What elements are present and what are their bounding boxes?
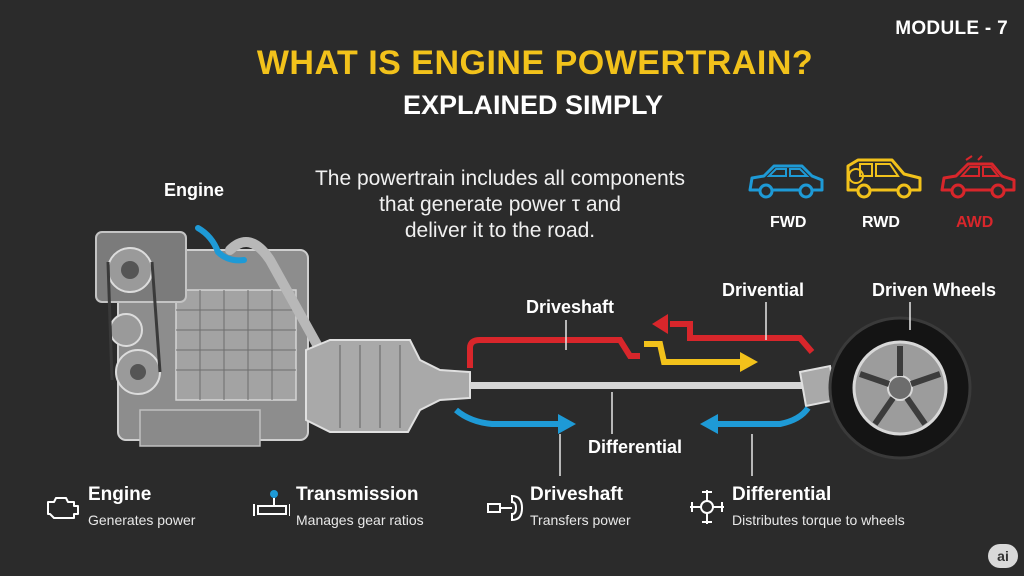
- legend-transmission-title: Transmission: [296, 484, 419, 505]
- blue-arrowhead-right: [700, 414, 718, 434]
- ai-badge: ai: [988, 544, 1018, 568]
- label-drivential: Drivential: [722, 280, 805, 300]
- legend-engine-title: Engine: [88, 484, 152, 505]
- red-flow-right: [670, 321, 815, 354]
- page-subtitle: EXPLAINED SIMPLY: [402, 90, 664, 120]
- red-arrowhead: [652, 314, 668, 334]
- engine-illustration: [95, 231, 325, 447]
- transmission-icon: [253, 490, 290, 516]
- description-line-2: that generate power τ and: [379, 193, 621, 216]
- differential-icon: [690, 490, 724, 524]
- blue-flow-left: [454, 407, 560, 427]
- legend-differential-desc: Distributes torque to wheels: [732, 512, 905, 528]
- drive-type-awd: AWD: [956, 214, 994, 231]
- engine-icon: [47, 497, 79, 519]
- car-yellow-icon: [846, 158, 922, 199]
- label-driven-wheels: Driven Wheels: [872, 280, 997, 300]
- engine-flow-arrow: [195, 225, 247, 264]
- label-engine: Engine: [164, 180, 225, 200]
- drive-type-rwd: RWD: [862, 214, 900, 231]
- module-label: MODULE - 7: [895, 18, 1008, 39]
- blue-arrowhead-left: [558, 414, 576, 434]
- car-blue-icon: [748, 164, 824, 199]
- legend-transmission-desc: Manages gear ratios: [296, 512, 424, 528]
- driveshaft-bar: [470, 382, 808, 389]
- red-flow-left: [467, 337, 640, 368]
- yellow-arrowhead: [740, 352, 758, 372]
- driveshaft-icon: [487, 494, 524, 522]
- car-red-icon: [940, 155, 1016, 199]
- description: The powertrain includes all components t…: [260, 166, 740, 244]
- legend-driveshaft-title: Driveshaft: [530, 484, 623, 505]
- wheel-illustration: [828, 316, 972, 460]
- legend-engine-desc: Generates power: [88, 512, 196, 528]
- legend-driveshaft-desc: Transfers power: [530, 512, 631, 528]
- page-title: WHAT IS ENGINE POWERTRAIN?: [256, 44, 814, 82]
- drive-type-fwd: FWD: [770, 214, 807, 231]
- yellow-flow-arrow: [644, 341, 742, 365]
- legend-differential-title: Differential: [732, 484, 832, 505]
- description-line-3: deliver it to the road.: [404, 219, 596, 242]
- description-line-1: The powertrain includes all components: [314, 167, 686, 190]
- transmission-illustration: [305, 339, 471, 433]
- blue-flow-right: [716, 406, 811, 427]
- label-driveshaft: Driveshaft: [526, 297, 615, 317]
- label-differential: Differential: [588, 437, 683, 457]
